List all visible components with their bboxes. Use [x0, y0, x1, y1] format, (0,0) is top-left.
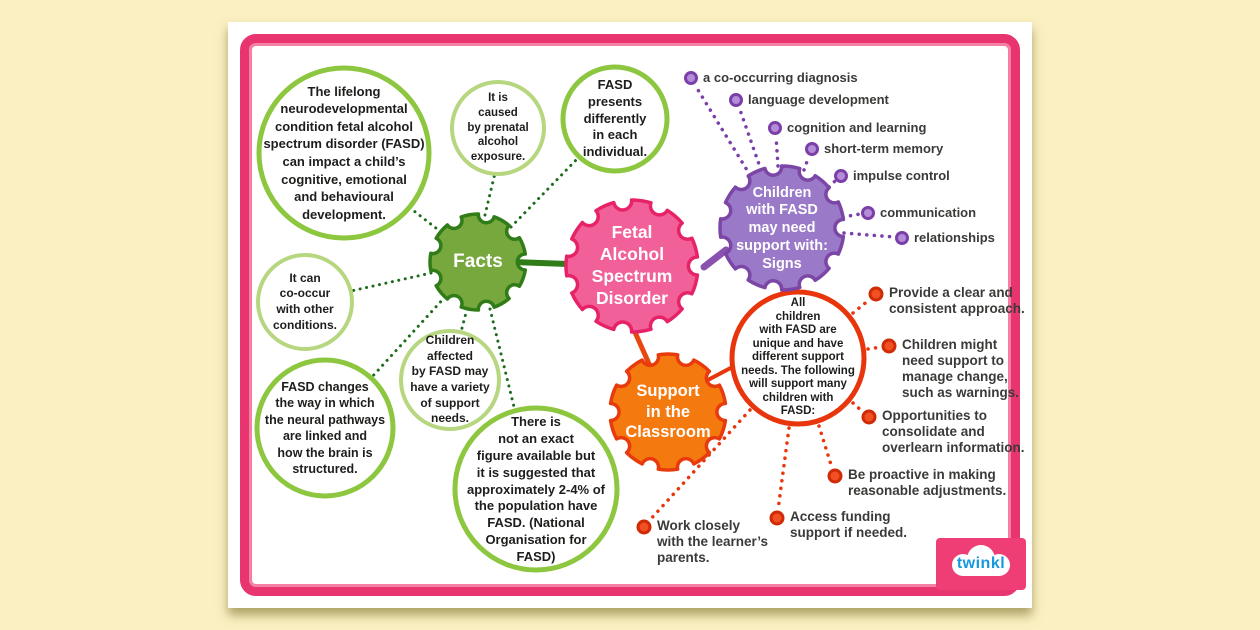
fact-text-6: Children affected by FASD may have a var… [410, 333, 490, 426]
poster-frame [240, 34, 1020, 596]
sign-label-1: a co-occurring diagnosis [703, 70, 858, 85]
support-label-6: Work closely with the learner’s parents. [657, 518, 769, 565]
support-label-3: Opportunities to consolidate and overlea… [882, 408, 1025, 455]
twinkl-logo-text: twinkl [956, 555, 1006, 572]
support-label-4: Be proactive in making reasonable adjust… [848, 467, 1007, 498]
sign-label-6: communication [880, 205, 977, 220]
support-intro-text: All children with FASD are unique and ha… [741, 296, 855, 418]
support-label-5: Access funding support if needed. [790, 509, 908, 540]
center-gear-label: Fetal Alcohol Spectrum Disorder [591, 222, 673, 308]
support-label-1: Provide a clear and consistent approach. [889, 285, 1025, 316]
sign-label-7: relationships [914, 230, 995, 245]
fact-text-1: The lifelong neurodevelopmental conditio… [263, 83, 425, 222]
sign-label-3: cognition and learning [787, 120, 927, 135]
sign-label-4: short-term memory [824, 141, 944, 156]
facts-gear-label: Facts [453, 251, 503, 272]
fact-text-3: FASD presents differently in each indivi… [582, 76, 648, 160]
support-gear-label: Support in the Classroom [625, 382, 711, 442]
twinkl-logo: twinkl [936, 538, 1026, 590]
cloud-icon [952, 545, 1010, 576]
fact-text-7: There is not an exact figure available b… [467, 413, 605, 565]
sign-label-5: impulse control [853, 168, 950, 183]
fact-text-2: It is caused by prenatal alcohol exposur… [467, 91, 529, 164]
fact-text-5: FASD changes the way in which the neural… [264, 379, 386, 477]
support-label-2: Children might need support to manage ch… [902, 337, 1020, 400]
sign-label-2: language development [748, 92, 889, 107]
fact-text-4: It can co-occur with other conditions. [273, 270, 337, 332]
signs-gear-label: Children with FASD may need support with… [736, 184, 828, 272]
